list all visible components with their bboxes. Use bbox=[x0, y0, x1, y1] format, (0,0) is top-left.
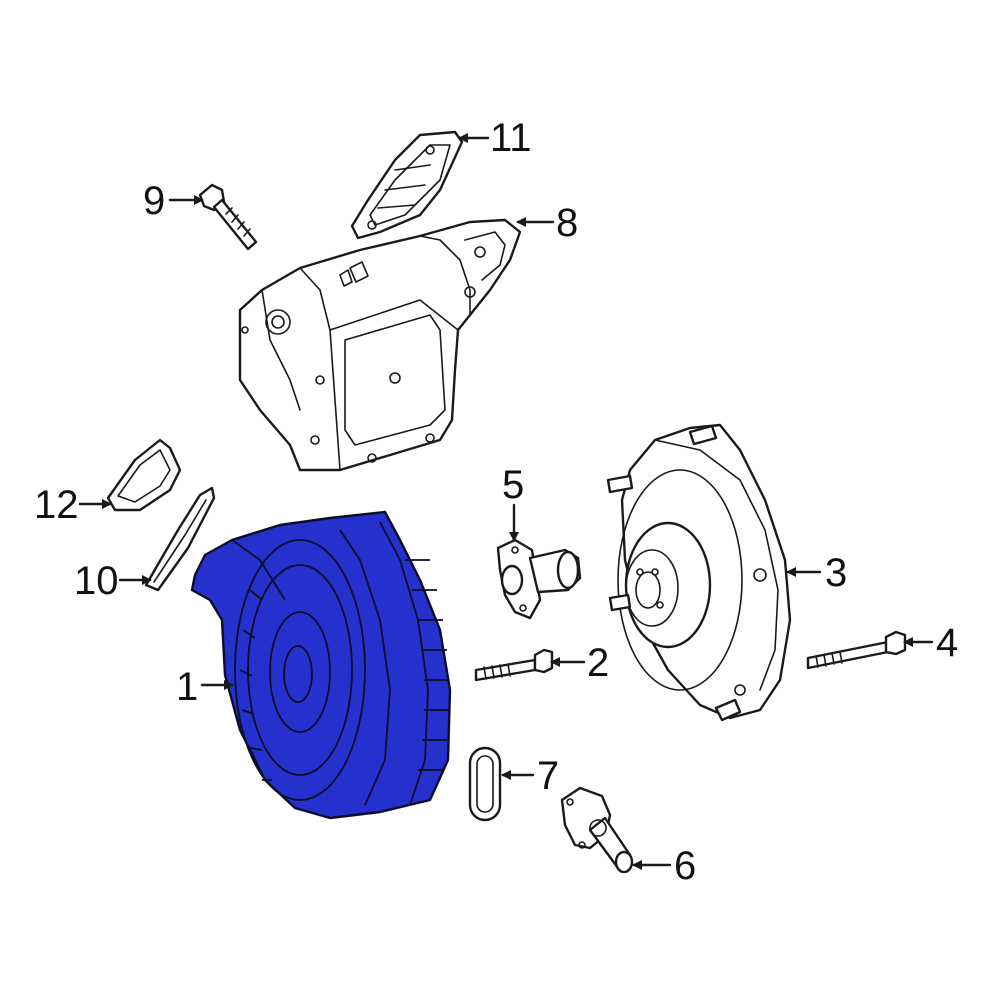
callout-1-label: 1 bbox=[176, 665, 198, 709]
housing-bolt-part[interactable] bbox=[198, 183, 258, 251]
callout-8-label: 8 bbox=[556, 201, 578, 245]
callout-2-label: 2 bbox=[587, 641, 609, 685]
o-ring-part[interactable] bbox=[468, 746, 502, 822]
drive-motor-part[interactable] bbox=[190, 510, 452, 820]
callout-11-label: 11 bbox=[490, 116, 532, 160]
callout-4-label: 4 bbox=[936, 621, 958, 665]
callout-3-label: 3 bbox=[825, 551, 847, 595]
callout-12-label: 12 bbox=[34, 483, 79, 527]
callout-9-label: 9 bbox=[143, 179, 165, 223]
cover-bolt-part[interactable] bbox=[806, 630, 907, 670]
inverter-housing-part[interactable] bbox=[238, 218, 522, 472]
end-cover-part[interactable] bbox=[606, 423, 792, 722]
motor-bolt-part[interactable] bbox=[474, 648, 554, 682]
callout-6-label: 6 bbox=[674, 844, 696, 888]
callout-5-label: 5 bbox=[502, 463, 524, 507]
callout-7-label: 7 bbox=[537, 754, 559, 798]
connector-part[interactable] bbox=[496, 538, 582, 620]
coolant-fitting-part[interactable] bbox=[560, 786, 634, 874]
cover-plate-part[interactable] bbox=[350, 130, 464, 240]
gasket-part[interactable] bbox=[106, 438, 182, 512]
callout-10-label: 10 bbox=[74, 559, 119, 603]
seal-part[interactable] bbox=[144, 486, 216, 592]
